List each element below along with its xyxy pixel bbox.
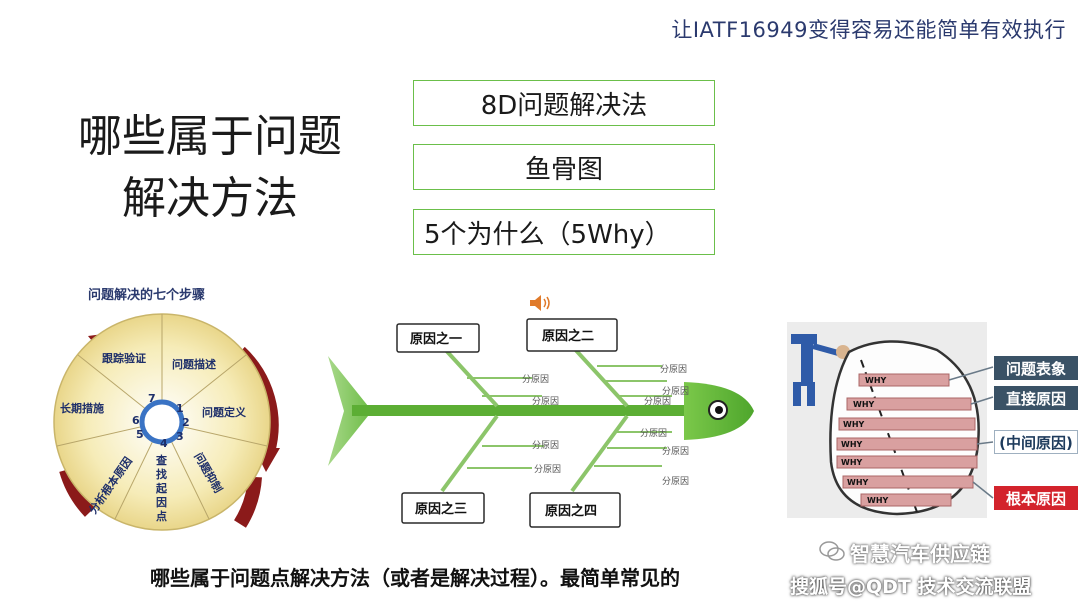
slide-caption: 哪些属于问题点解决方法（或者是解决过程）。最简单常见的 xyxy=(150,566,680,590)
step-label-6: 长期措施 xyxy=(60,401,104,415)
watermark-line-2: 搜狐号@QDT 技术交流联盟 xyxy=(790,576,1032,598)
cause-box-1 xyxy=(396,323,480,353)
why-text-5: WHY xyxy=(841,458,863,467)
step-number-3: 3 xyxy=(176,430,184,443)
fish-spine xyxy=(352,405,692,416)
watermark-line-1: 智慧汽车供应链 xyxy=(850,542,990,566)
method-box-8d: 8D问题解决法 xyxy=(413,80,715,126)
step-number-1: 1 xyxy=(176,402,184,415)
step-label-4-vertical: 查 找 起 因 点 xyxy=(155,453,168,523)
step-number-4: 4 xyxy=(160,437,168,450)
why-text-7: WHY xyxy=(867,496,889,505)
label-direct-cause: 直接原因 xyxy=(994,386,1078,410)
label-root-cause: 根本原因 xyxy=(994,486,1078,510)
cycle-arrow-bottom xyxy=(233,476,262,528)
cause-label-3: 原因之三 xyxy=(415,501,467,517)
step-label-4-char-1: 查 xyxy=(156,453,167,467)
step-label-7: 跟踪验证 xyxy=(102,351,146,365)
sub-cause-3: 分原因 xyxy=(660,364,687,375)
label-intermediate-cause: (中间原因) xyxy=(994,430,1078,454)
sub-cause-4: 分原因 xyxy=(662,386,689,397)
sub-cause-10: 分原因 xyxy=(662,476,689,487)
fishbone-diagram: 分原因 分原因 分原因 分原因 分原因 分原因 分原因 分原因 分原因 分原因 … xyxy=(328,318,754,528)
five-why-illustration: WHY WHY WHY WHY WHY WHY WHY xyxy=(787,322,994,518)
step-label-2: 问题定义 xyxy=(202,405,247,419)
slide-header-title: 让IATF16949变得容易还能简单有效执行 xyxy=(671,18,1066,42)
why-text-2: WHY xyxy=(853,400,875,409)
method-box-fishbone: 鱼骨图 xyxy=(413,144,715,190)
step-number-7: 7 xyxy=(148,392,156,405)
sub-cause-9: 分原因 xyxy=(662,446,689,457)
main-title: 哪些属于问题 解决方法 xyxy=(50,106,370,230)
sub-cause-8: 分原因 xyxy=(640,428,667,439)
sub-cause-5: 分原因 xyxy=(644,396,671,407)
cause-label-1: 原因之一 xyxy=(410,331,462,347)
cause-label-2: 原因之二 xyxy=(542,328,594,344)
fish-pupil xyxy=(715,406,723,414)
sub-cause-6: 分原因 xyxy=(532,440,559,451)
seven-steps-wheel: 1 2 3 4 5 6 7 问题描述 问题定义 问题抑制 查 找 起 因 点 分… xyxy=(53,313,280,531)
sub-cause-7: 分原因 xyxy=(534,464,561,475)
cause-box-4 xyxy=(529,492,621,528)
wechat-icon xyxy=(819,541,845,561)
speaker-icon[interactable] xyxy=(528,292,554,314)
why-bars xyxy=(836,373,978,507)
cause-box-3 xyxy=(401,492,485,524)
step-number-6: 6 xyxy=(132,414,140,427)
step-label-1: 问题描述 xyxy=(172,357,216,371)
step-label-4-char-5: 点 xyxy=(156,509,167,523)
sub-bones xyxy=(467,365,672,469)
why-text-3: WHY xyxy=(843,420,865,429)
method-box-5why: 5个为什么（5Why） xyxy=(413,209,715,255)
step-number-5: 5 xyxy=(136,428,144,441)
wheel-hub xyxy=(139,399,185,445)
cause-box-2 xyxy=(526,318,618,352)
step-label-4-char-3: 起 xyxy=(155,481,168,495)
sub-cause-2: 分原因 xyxy=(532,396,559,407)
cause-label-4: 原因之四 xyxy=(545,503,597,519)
main-title-line-2: 解决方法 xyxy=(122,173,298,224)
why-text-6: WHY xyxy=(847,478,869,487)
why-text-1: WHY xyxy=(865,376,887,385)
fish-tail xyxy=(328,356,372,466)
label-connectors xyxy=(948,366,994,499)
seven-steps-title: 问题解决的七个步骤 xyxy=(88,288,206,303)
sub-cause-1: 分原因 xyxy=(522,374,549,385)
step-label-4-char-4: 因 xyxy=(156,496,167,509)
main-title-line-1: 哪些属于问题 xyxy=(78,111,342,162)
why-text-4: WHY xyxy=(841,440,863,449)
label-symptom: 问题表象 xyxy=(994,356,1078,380)
step-label-4-char-2: 找 xyxy=(156,467,167,481)
step-number-2: 2 xyxy=(182,416,190,429)
